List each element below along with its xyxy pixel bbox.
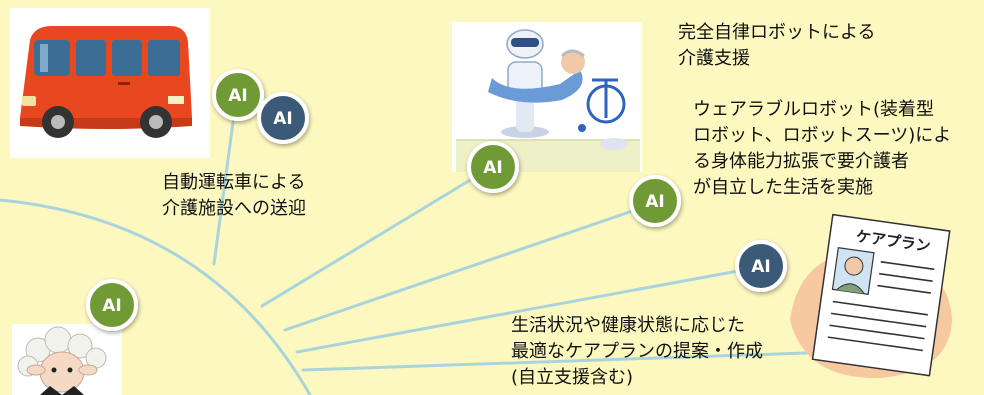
line-to-wearable xyxy=(283,203,652,332)
ai-badge-label: AI xyxy=(483,158,502,178)
connector-lines xyxy=(0,98,837,395)
van-image xyxy=(10,8,210,158)
ai-badge-label: AI xyxy=(228,86,247,106)
ai-badge-green-1: AI xyxy=(212,69,264,121)
caption-wearable-robot: ウェアラブルロボット(装着型 ロボット、ロボットスーツ)によ る身体能力拡張で要… xyxy=(693,99,952,198)
ai-badge-green-4: AI xyxy=(86,279,138,331)
line-to-robot xyxy=(260,166,492,308)
sheep-mascot-image xyxy=(12,324,122,395)
ai-badge-green-2: AI xyxy=(467,141,519,193)
ai-badge-label: AI xyxy=(273,109,292,129)
ai-badge-label: AI xyxy=(751,257,770,277)
caption-autonomous-van: 自動運転車による 介護施設への送迎 xyxy=(162,172,306,219)
ai-badge-green-3: AI xyxy=(629,175,681,227)
line-to-careplan xyxy=(295,265,762,354)
line-to-careplan-2 xyxy=(301,350,837,372)
line-to-van xyxy=(212,98,238,266)
ai-badge-label: AI xyxy=(102,296,121,316)
ai-badge-navy-2: AI xyxy=(735,240,787,292)
caption-autonomous-robot: 完全自律ロボットによる 介護支援 xyxy=(678,22,876,69)
ai-badges: AI AI AI AI AI AI xyxy=(86,69,787,331)
ai-badge-navy-1: AI xyxy=(257,92,309,144)
careplan-image: ケアプラン xyxy=(790,213,952,379)
ai-badge-label: AI xyxy=(645,192,664,212)
caption-care-plan: 生活状況や健康状態に応じた 最適なケアプランの提案・作成 (自立支援含む) xyxy=(511,315,763,388)
central-arc xyxy=(0,198,312,395)
